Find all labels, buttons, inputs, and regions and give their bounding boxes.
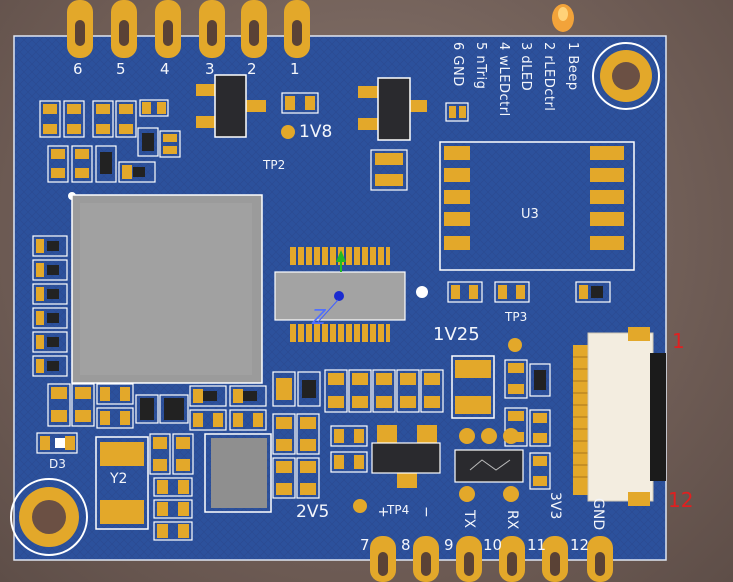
label-tp3: TP3 xyxy=(505,310,528,324)
crystal-y2 xyxy=(95,436,149,530)
signal-label-tx: TX xyxy=(461,510,477,529)
top-pin-1-label: 1 xyxy=(290,60,300,78)
signal-label-ntrig: 5 nTrig xyxy=(473,42,488,90)
top-pin-6-label: 6 xyxy=(73,60,83,78)
label-2v5: 2V5 xyxy=(296,502,330,522)
signal-label-wledctrl: 4 wLEDctrl xyxy=(496,42,511,117)
u3-module xyxy=(439,141,635,271)
connector-pin-1-marker: 1 xyxy=(672,329,685,353)
top-pin-4-label: 4 xyxy=(160,60,170,78)
inductor-bottom xyxy=(204,433,272,513)
bottom-pin-9-label: 9 xyxy=(444,536,454,554)
passives-bottom-left xyxy=(149,433,194,541)
fpc-connector xyxy=(573,327,666,506)
passives-left-column xyxy=(32,235,68,377)
label-d3: D3 xyxy=(49,457,66,471)
signal-label-dled: 3 dLED xyxy=(518,42,533,92)
label-tp2: TP2 xyxy=(263,158,286,172)
diode-d3 xyxy=(36,432,78,454)
signal-label-rledctrl: 2 rLEDctrl xyxy=(541,42,556,112)
tx-rx-component xyxy=(454,428,524,502)
bottom-pin-8-label: 8 xyxy=(401,536,411,554)
regulator-left xyxy=(196,74,266,138)
top-pin-2-label: 2 xyxy=(247,60,257,78)
passives-top-left xyxy=(39,92,469,200)
label-1v25: 1V25 xyxy=(433,324,480,345)
regulator-right xyxy=(358,77,427,141)
testpoint-1v25 xyxy=(508,338,522,352)
mount-hole-top-right xyxy=(592,42,660,110)
passives-bottom-center xyxy=(272,413,368,499)
main-processor-chip xyxy=(71,194,263,384)
bottom-pin-7-label: 7 xyxy=(360,536,370,554)
testpoint-2v5 xyxy=(353,499,367,513)
inductor-1v25 xyxy=(451,355,551,490)
signal-label-3v3: 3V3 xyxy=(547,492,563,520)
mount-hole-bottom-left xyxy=(10,478,88,556)
signal-label-rx: RX xyxy=(504,510,520,530)
bottom-pin-10-label: 10 xyxy=(483,536,503,554)
connector-pin-12-marker: 12 xyxy=(668,488,694,512)
passives-tp3-area xyxy=(447,281,611,303)
signal-label-minus: − xyxy=(418,506,434,518)
bottom-pin-12-label: 12 xyxy=(570,536,590,554)
signal-label-beep: 1 Beep xyxy=(565,42,580,91)
label-y2: Y2 xyxy=(110,471,128,487)
signal-label-gnd: 6 GND xyxy=(450,42,465,87)
center-ic xyxy=(274,247,406,342)
signal-label-plus: + xyxy=(375,506,391,518)
axis-label-z: Z xyxy=(312,305,326,329)
signal-label-gnd-bottom: GND xyxy=(590,498,606,531)
top-pin-5-label: 5 xyxy=(116,60,126,78)
passives-middle-row xyxy=(47,369,444,431)
bottom-pin-11-label: 11 xyxy=(527,536,547,554)
transistor-bottom xyxy=(371,425,441,488)
label-u3: U3 xyxy=(521,207,539,222)
label-tp4: TP4 xyxy=(387,503,410,517)
label-1v8: 1V8 xyxy=(299,122,333,142)
testpoint-1v8 xyxy=(281,125,295,139)
top-pin-3-label: 3 xyxy=(205,60,215,78)
